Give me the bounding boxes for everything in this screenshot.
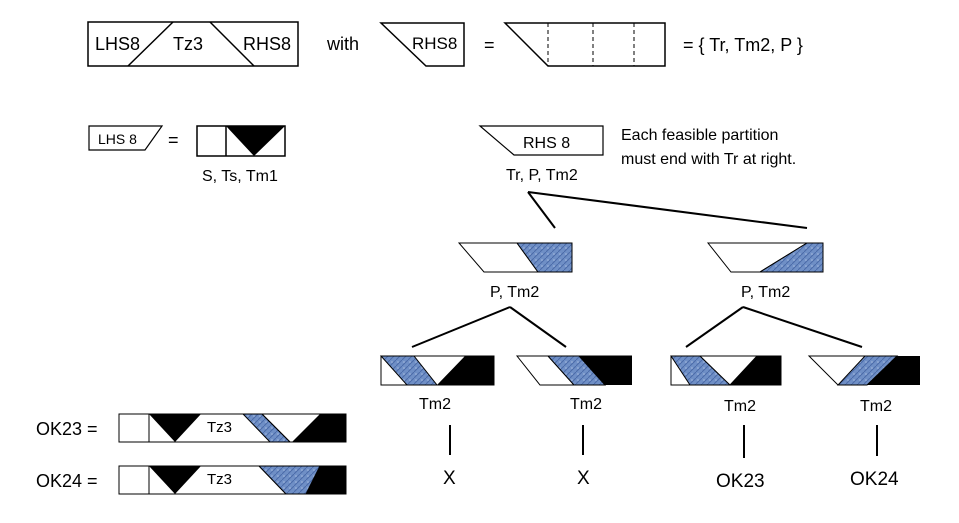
level2-4-caption: Tm2: [860, 398, 892, 415]
level2-2-caption: Tm2: [570, 396, 602, 413]
rhs8-root-label: RHS 8: [523, 135, 570, 152]
level2-3-result: OK23: [716, 471, 765, 492]
tz3-label: Tz3: [173, 34, 203, 54]
rhs8-label: RHS8: [243, 34, 291, 54]
lhs8-equals: =: [168, 130, 179, 150]
level2-4-result: OK24: [850, 469, 899, 490]
level1-right-caption: P, Tm2: [741, 284, 790, 301]
set-definition: = { Tr, Tm2, P }: [683, 35, 803, 55]
level1-node-left: [457, 242, 573, 273]
rhs8-def-label: RHS8: [412, 34, 457, 53]
lhs-divider-slant: [127, 21, 174, 67]
lhs8-def-label: LHS 8: [98, 131, 137, 147]
lhs8-def-shape: LHS 8: [88, 125, 164, 151]
branch-l1left-a: [411, 306, 511, 348]
level2-2-result: X: [577, 468, 590, 489]
note-line-1: Each feasible partition: [621, 127, 778, 144]
equals-sign-top: =: [484, 35, 495, 55]
rhs8-root-caption: Tr, P, Tm2: [506, 167, 578, 184]
level2-node-4: [807, 355, 920, 386]
level2-1-caption: Tm2: [419, 396, 451, 413]
branch-l1right-a: [685, 306, 744, 348]
rhs-divider-slant: [209, 21, 255, 67]
ok24-bar: [118, 465, 347, 495]
ok24-inner-label: Tz3: [207, 471, 232, 488]
ok24-label: OK24 =: [36, 471, 98, 491]
ok23-inner-label: Tz3: [207, 419, 232, 436]
level2-node-3: [670, 355, 782, 386]
branch-root-right: [527, 191, 808, 229]
level2-node-1: [379, 355, 495, 386]
ok23-bar: [118, 413, 347, 443]
note-line-2: must end with Tr at right.: [621, 151, 796, 168]
rhs8-def-shape: RHS8: [379, 22, 465, 67]
branch-l1right-b: [742, 306, 863, 348]
rhs8-root-shape: RHS 8: [478, 125, 604, 156]
level2-node-2: [515, 355, 632, 386]
ok23-label: OK23 =: [36, 419, 98, 439]
branch-root-left: [527, 191, 556, 229]
lhs8-expansion-box: [196, 125, 286, 157]
lhs8-caption: S, Ts, Tm1: [202, 168, 278, 185]
partition-box: [503, 22, 666, 67]
top-composite-box: LHS8 Tz3 RHS8: [87, 21, 299, 67]
level2-1-result: X: [443, 468, 456, 489]
lhs8-label: LHS8: [95, 34, 140, 54]
level1-left-caption: P, Tm2: [490, 284, 539, 301]
level1-node-right: [706, 242, 824, 273]
with-text: with: [326, 34, 359, 54]
branch-l1left-b: [509, 306, 567, 348]
level2-3-caption: Tm2: [724, 398, 756, 415]
